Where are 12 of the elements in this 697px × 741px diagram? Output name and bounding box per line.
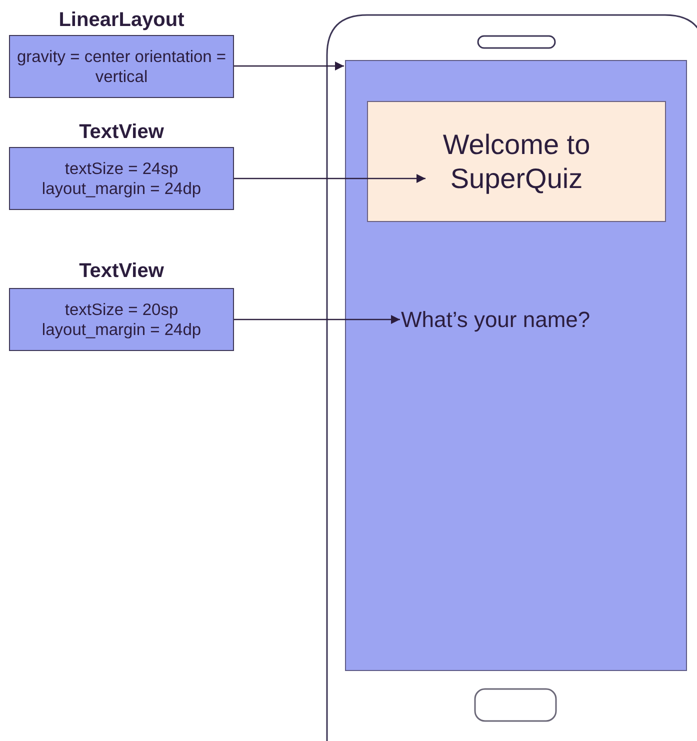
component-title: TextView bbox=[78, 259, 165, 283]
attribute-box: textSize = 24sp layout_margin = 24dp bbox=[9, 147, 234, 210]
arrow bbox=[234, 174, 426, 183]
prompt-text: What’s your name? bbox=[401, 306, 590, 336]
arrow bbox=[234, 315, 400, 324]
phone-screen bbox=[345, 60, 687, 671]
component-title: LinearLayout bbox=[58, 8, 186, 32]
text-view-box: Welcome to SuperQuiz bbox=[367, 101, 666, 222]
attribute-box: gravity = center orientation = vertical bbox=[9, 35, 234, 98]
arrow bbox=[234, 62, 344, 70]
component-title: TextView bbox=[78, 120, 165, 144]
attribute-box: textSize = 20sp layout_margin = 24dp bbox=[9, 288, 234, 351]
